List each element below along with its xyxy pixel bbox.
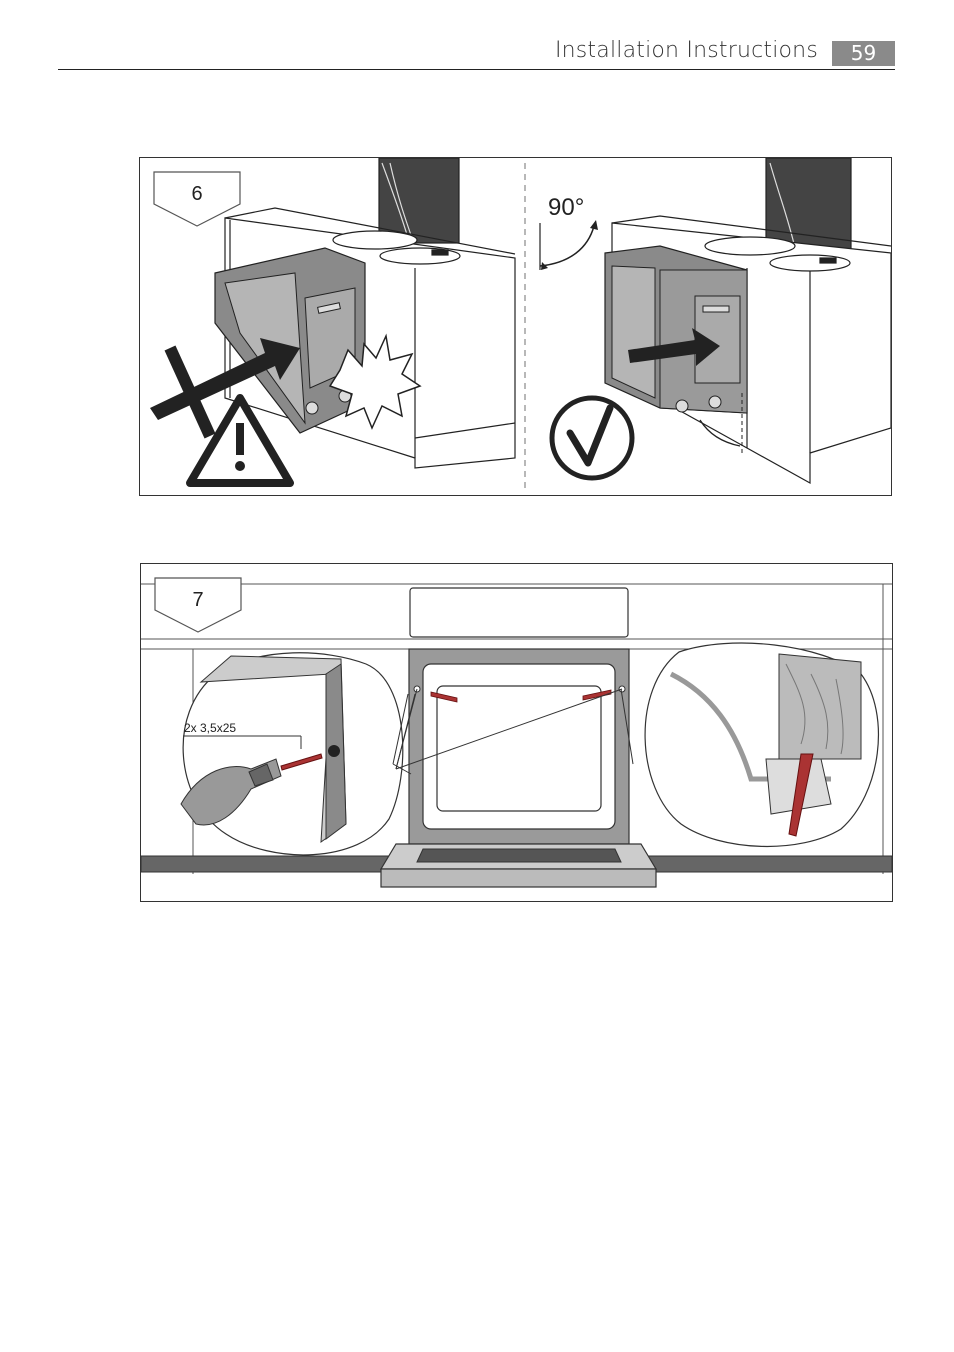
control-panel-outline xyxy=(410,588,628,637)
left-detail-circle xyxy=(181,653,411,855)
figure-6-illustration: 6 xyxy=(140,158,891,495)
step-badge-7: 7 xyxy=(155,578,241,632)
angle-label: 90° xyxy=(548,194,584,221)
page-header-title: Installation Instructions xyxy=(555,38,818,63)
angle-annotation: 90° xyxy=(540,194,598,270)
step-number-7: 7 xyxy=(192,589,203,611)
figure-7-oven-screw-fixing: 7 xyxy=(140,563,893,902)
figure-6-oven-tilt-installation: 6 xyxy=(139,157,892,496)
screw-size-label: 2x 3,5x25 xyxy=(184,721,236,735)
checkmark-circle-icon xyxy=(552,398,632,478)
step-number-6: 6 xyxy=(191,183,202,205)
oven-door xyxy=(381,844,656,887)
header-rule xyxy=(58,69,895,70)
page-number-badge: 59 xyxy=(832,41,895,66)
oven-front xyxy=(409,649,629,844)
inserted-oven xyxy=(605,246,747,413)
right-detail-circle xyxy=(621,643,878,846)
figure-7-illustration: 7 xyxy=(141,564,892,901)
